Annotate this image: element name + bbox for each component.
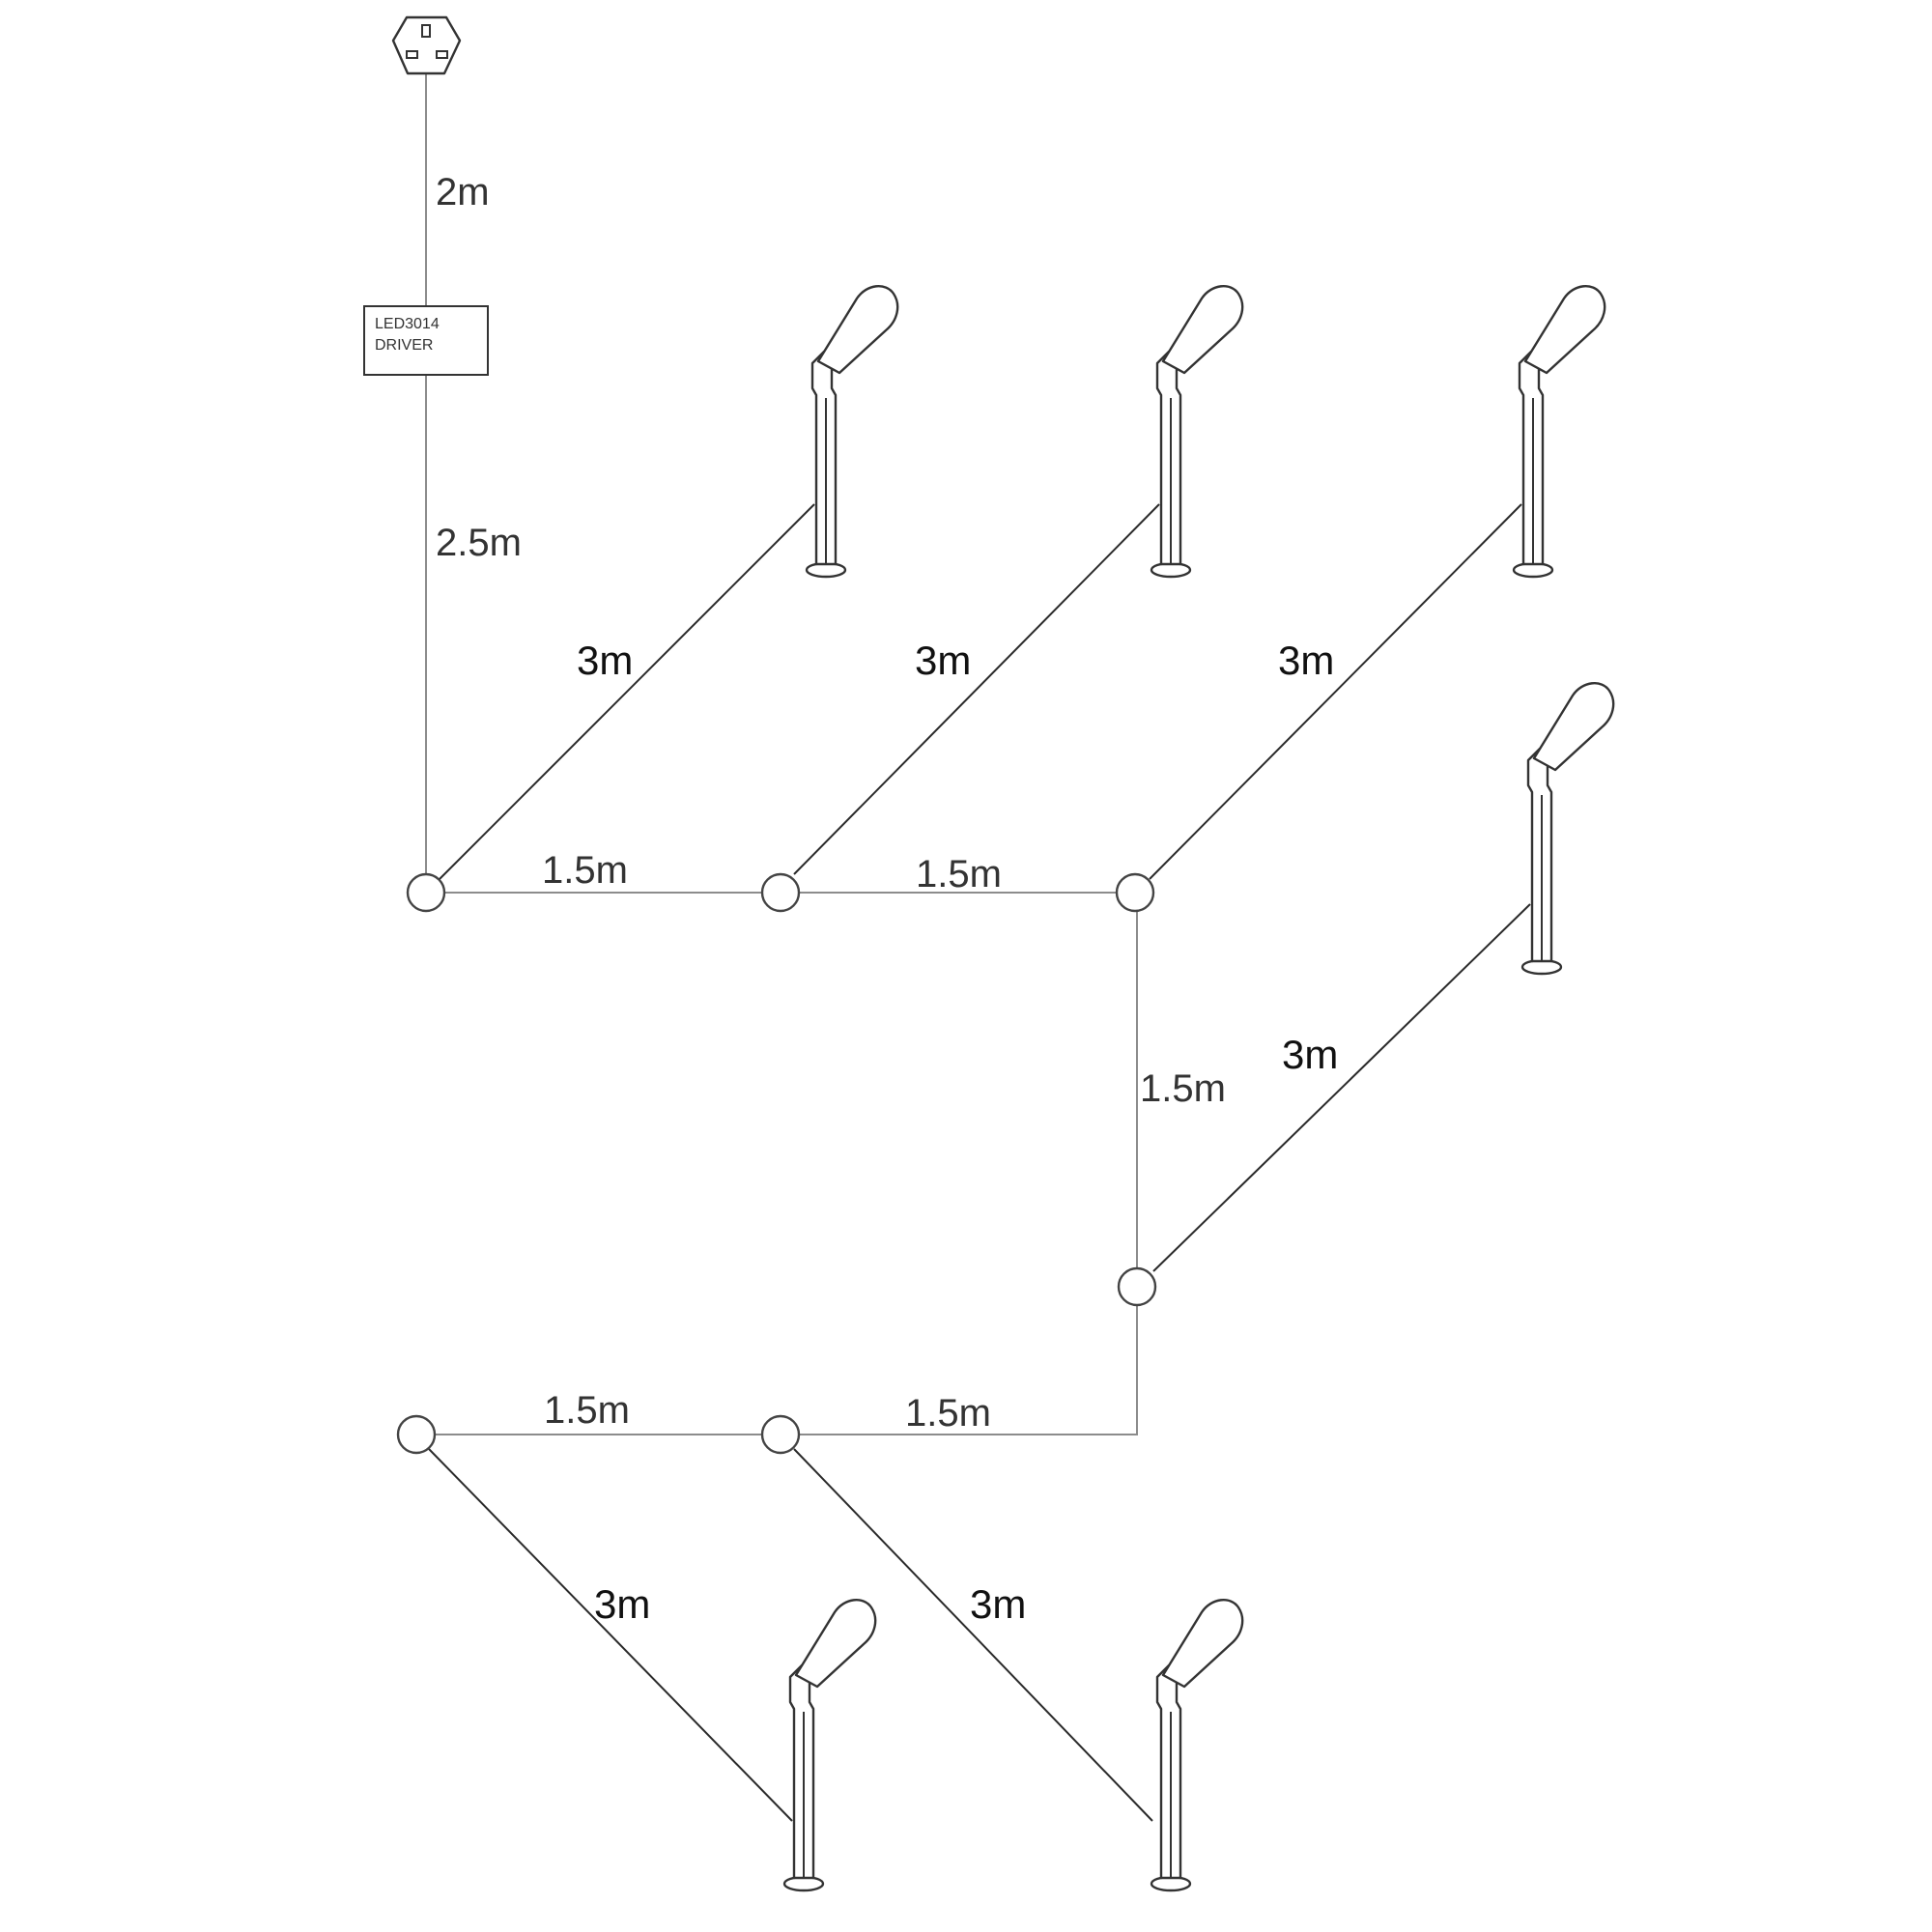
- uk-plug-icon: [391, 15, 462, 75]
- label-link-1: 1.5m: [542, 849, 628, 892]
- label-light-5: 3m: [594, 1581, 650, 1627]
- driver-label-line1: LED3014: [375, 316, 440, 332]
- junction-4: [1117, 1266, 1157, 1307]
- led-driver-box: LED3014 DRIVER: [363, 305, 489, 376]
- label-link-5: 1.5m: [544, 1389, 630, 1432]
- spotlight-icon-4: [1520, 682, 1615, 976]
- label-light-1: 3m: [577, 638, 633, 683]
- spotlight-icon-2: [1150, 285, 1244, 579]
- driver-label-line2: DRIVER: [375, 337, 433, 354]
- cable-light-5: [428, 1448, 793, 1822]
- cable-light-3: [1149, 503, 1522, 880]
- cable-light-4: [1152, 903, 1531, 1272]
- label-light-2: 3m: [915, 638, 971, 683]
- spotlight-icon-6: [1150, 1599, 1244, 1892]
- spotlight-icon-3: [1512, 285, 1606, 579]
- junction-2: [760, 872, 801, 913]
- label-link-2: 1.5m: [916, 853, 1002, 895]
- junction-1: [406, 872, 446, 913]
- junction-6: [396, 1414, 437, 1455]
- junction-3: [1115, 872, 1155, 913]
- label-driver-to-junction: 2.5m: [436, 522, 522, 564]
- label-link-3: 1.5m: [1140, 1067, 1226, 1110]
- label-light-6: 3m: [970, 1581, 1026, 1627]
- spotlight-icon-5: [782, 1599, 877, 1892]
- label-light-4: 3m: [1282, 1032, 1338, 1077]
- spotlight-icon-1: [805, 285, 899, 579]
- cable-light-2: [793, 503, 1160, 875]
- cable-link-4: [800, 1306, 1138, 1435]
- cable-light-6: [793, 1448, 1153, 1822]
- label-link-4: 1.5m: [905, 1392, 991, 1435]
- label-plug-to-driver: 2m: [436, 171, 490, 213]
- label-light-3: 3m: [1278, 638, 1334, 683]
- junction-5: [760, 1414, 801, 1455]
- cable-light-1: [439, 503, 815, 880]
